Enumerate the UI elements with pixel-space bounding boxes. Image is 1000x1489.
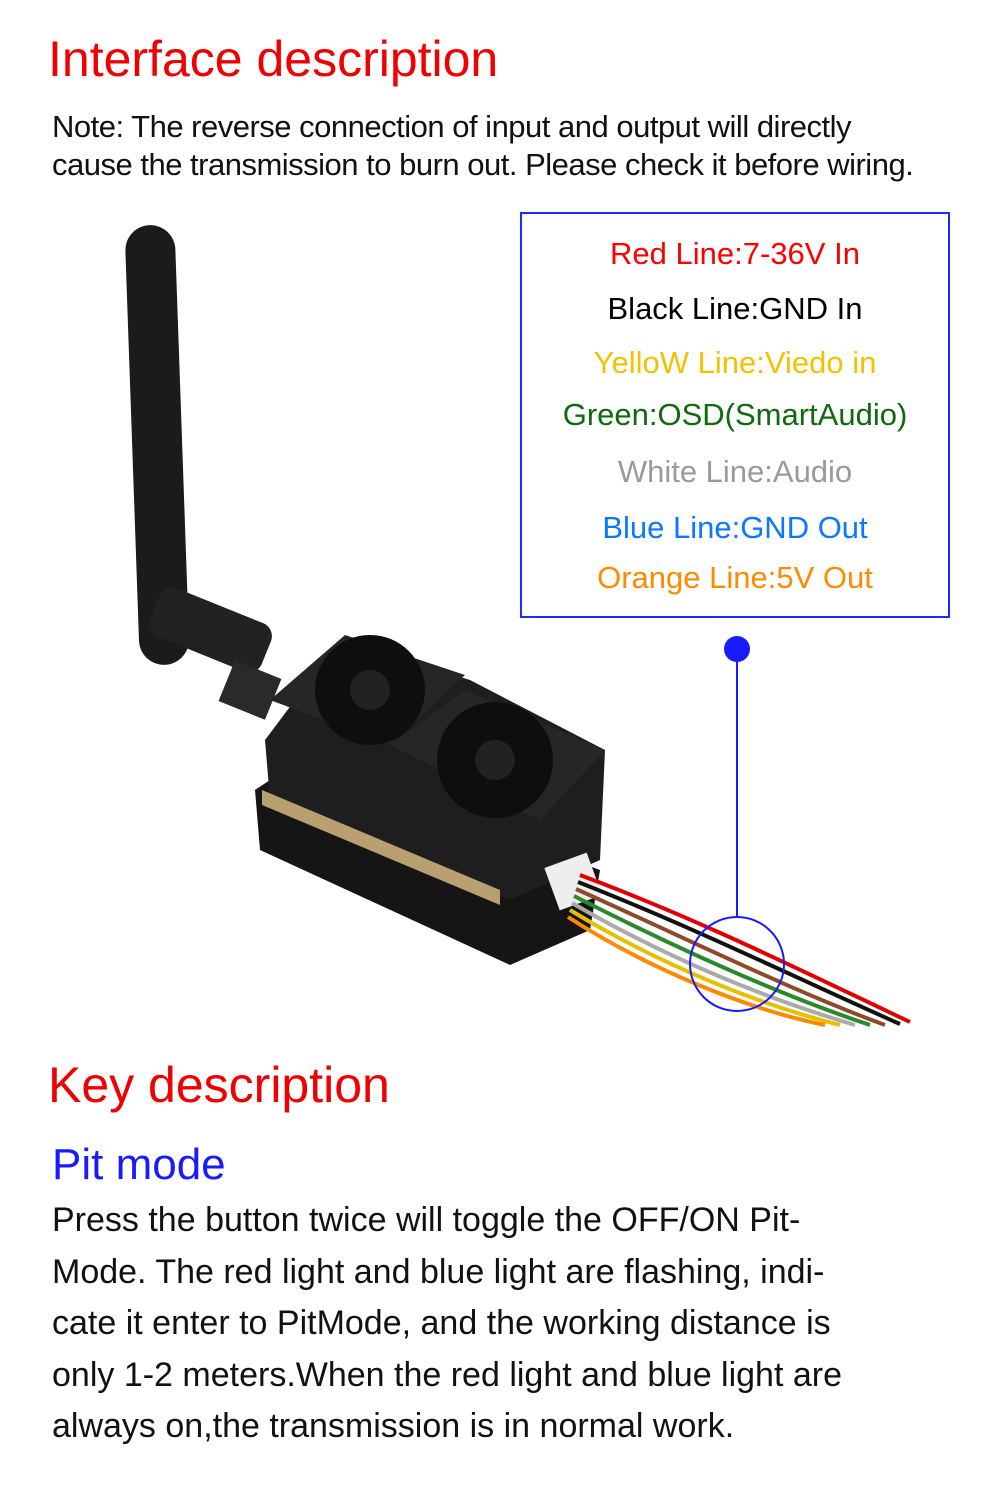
transmitter-body-icon bbox=[255, 635, 605, 965]
wiring-note: Note: The reverse connection of input an… bbox=[52, 108, 914, 184]
legend-white: White Line:Audio bbox=[617, 454, 853, 489]
description-line: cate it enter to PitMode, and the workin… bbox=[52, 1304, 831, 1342]
legend-red: Red Line:7-36V In bbox=[610, 236, 860, 271]
key-description-title: Key description bbox=[48, 1057, 390, 1113]
description-line: Press the button twice will toggle the O… bbox=[52, 1201, 801, 1239]
legend-blue: Blue Line:GND Out bbox=[602, 510, 868, 545]
description-line: Mode. The red light and blue light are f… bbox=[52, 1252, 825, 1291]
legend-yellow: YelloW Line:Viedo in bbox=[593, 345, 877, 380]
pit-mode-description: Press the button twice will toggle the O… bbox=[52, 1195, 962, 1453]
description-line: always on,the transmission is in normal … bbox=[52, 1407, 735, 1445]
callout-pointer bbox=[689, 636, 785, 1012]
wire-legend-box: Red Line:7-36V In Black Line:GND In Yell… bbox=[520, 212, 950, 618]
interface-description-title: Interface description bbox=[48, 31, 499, 87]
note-line-2: cause the transmission to burn out. Plea… bbox=[52, 147, 914, 182]
video-transmitter-photo bbox=[125, 225, 911, 1027]
pit-mode-heading: Pit mode bbox=[52, 1140, 226, 1189]
note-line-1: Note: The reverse connection of input an… bbox=[52, 109, 852, 144]
legend-green: Green:OSD(SmartAudio) bbox=[562, 397, 908, 432]
description-line: only 1-2 meters.When the red light and b… bbox=[52, 1355, 843, 1394]
legend-orange: Orange Line:5V Out bbox=[597, 560, 873, 595]
legend-black: Black Line:GND In bbox=[607, 291, 863, 326]
antenna-icon bbox=[125, 225, 282, 720]
wire-bundle-icon bbox=[566, 873, 911, 1027]
